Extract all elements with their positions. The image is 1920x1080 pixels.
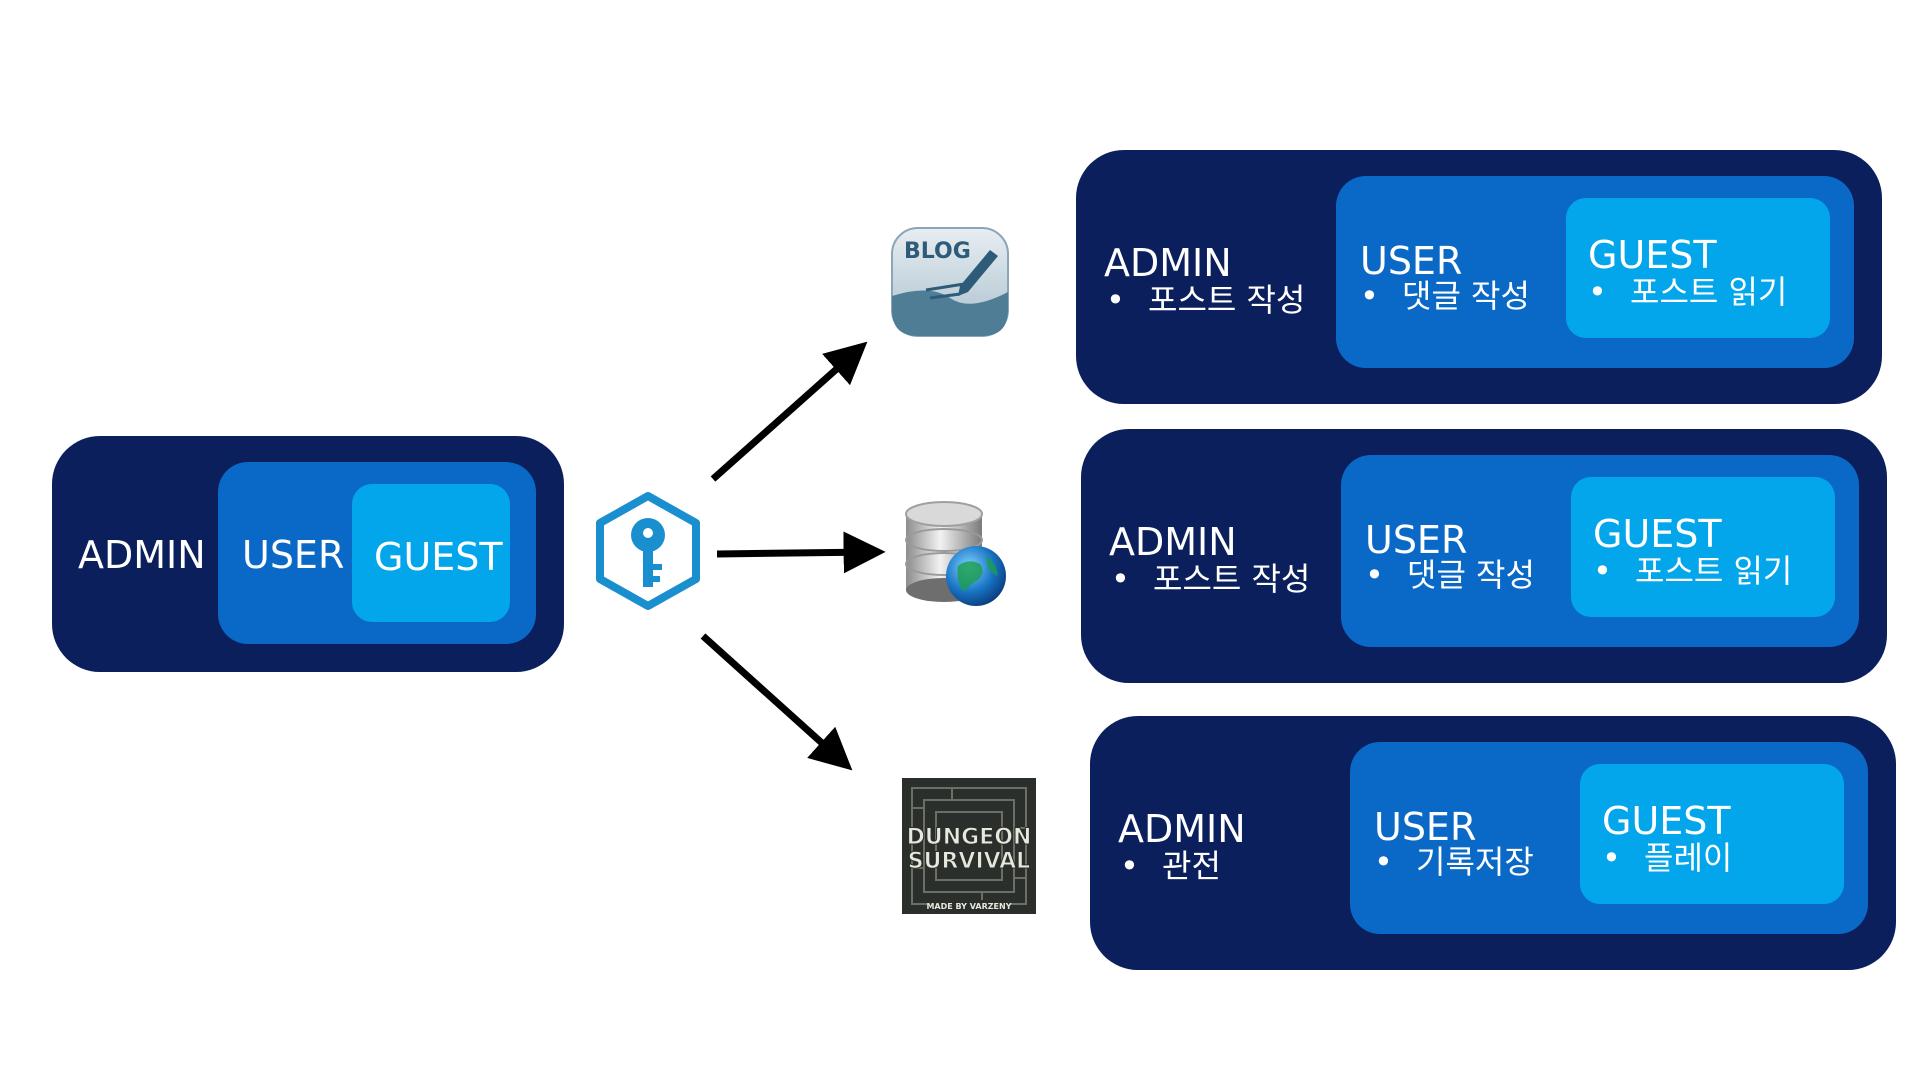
game-admin-perm: •관전 <box>1120 847 1221 885</box>
game-guest-box: GUEST •플레이 <box>1580 764 1844 904</box>
game-admin-box: ADMIN •관전 USER •기록저장 GUEST •플레이 <box>1090 716 1896 970</box>
blog-icon: BLOG <box>890 226 1010 338</box>
game-guest-perm: •플레이 <box>1602 839 1733 877</box>
key-icon <box>594 490 702 612</box>
database-user-box: USER •댓글 작성 GUEST •포스트 읽기 <box>1341 455 1859 647</box>
blog-icon-text: BLOG <box>904 239 971 264</box>
database-user-perm: •댓글 작성 <box>1365 556 1535 594</box>
blog-user-perm: •댓글 작성 <box>1360 277 1530 315</box>
arrow-to-blog <box>710 341 868 482</box>
database-globe-icon <box>900 500 1010 612</box>
game-user-label: USER <box>1374 805 1477 849</box>
source-admin-box: ADMIN USER GUEST <box>52 436 564 672</box>
game-guest-label: GUEST <box>1602 799 1731 843</box>
database-admin-perm: •포스트 작성 <box>1111 560 1311 598</box>
source-guest-label: GUEST <box>374 535 503 579</box>
blog-guest-box: GUEST •포스트 읽기 <box>1566 198 1830 338</box>
database-admin-box: ADMIN •포스트 작성 USER •댓글 작성 GUEST •포스트 읽기 <box>1081 429 1887 683</box>
arrow-to-database <box>716 531 886 574</box>
game-credit: MADE BY VARZENY <box>926 902 1011 911</box>
database-user-label: USER <box>1365 518 1468 562</box>
dungeon-survival-game-icon: DUNGEON SURVIVAL MADE BY VARZENY <box>902 778 1036 914</box>
blog-admin-perm: •포스트 작성 <box>1106 281 1306 319</box>
blog-admin-label: ADMIN <box>1104 241 1232 285</box>
source-guest-box: GUEST <box>352 484 510 622</box>
database-guest-perm: •포스트 읽기 <box>1593 552 1793 590</box>
blog-user-label: USER <box>1360 239 1463 283</box>
database-admin-label: ADMIN <box>1109 520 1237 564</box>
game-title-line2: SURVIVAL <box>908 849 1030 874</box>
game-title-line1: DUNGEON <box>907 825 1032 850</box>
game-admin-label: ADMIN <box>1118 807 1246 851</box>
blog-admin-box: ADMIN •포스트 작성 USER •댓글 작성 GUEST •포스트 읽기 <box>1076 150 1882 404</box>
blog-user-box: USER •댓글 작성 GUEST •포스트 읽기 <box>1336 176 1854 368</box>
source-user-label: USER <box>242 533 345 577</box>
database-guest-box: GUEST •포스트 읽기 <box>1571 477 1835 617</box>
game-user-perm: •기록저장 <box>1374 843 1534 881</box>
blog-guest-label: GUEST <box>1588 233 1717 277</box>
database-guest-label: GUEST <box>1593 512 1722 556</box>
arrow-to-game <box>700 633 853 771</box>
blog-guest-perm: •포스트 읽기 <box>1588 273 1788 311</box>
source-user-box: USER GUEST <box>218 462 536 644</box>
game-user-box: USER •기록저장 GUEST •플레이 <box>1350 742 1868 934</box>
source-admin-label: ADMIN <box>78 533 206 577</box>
